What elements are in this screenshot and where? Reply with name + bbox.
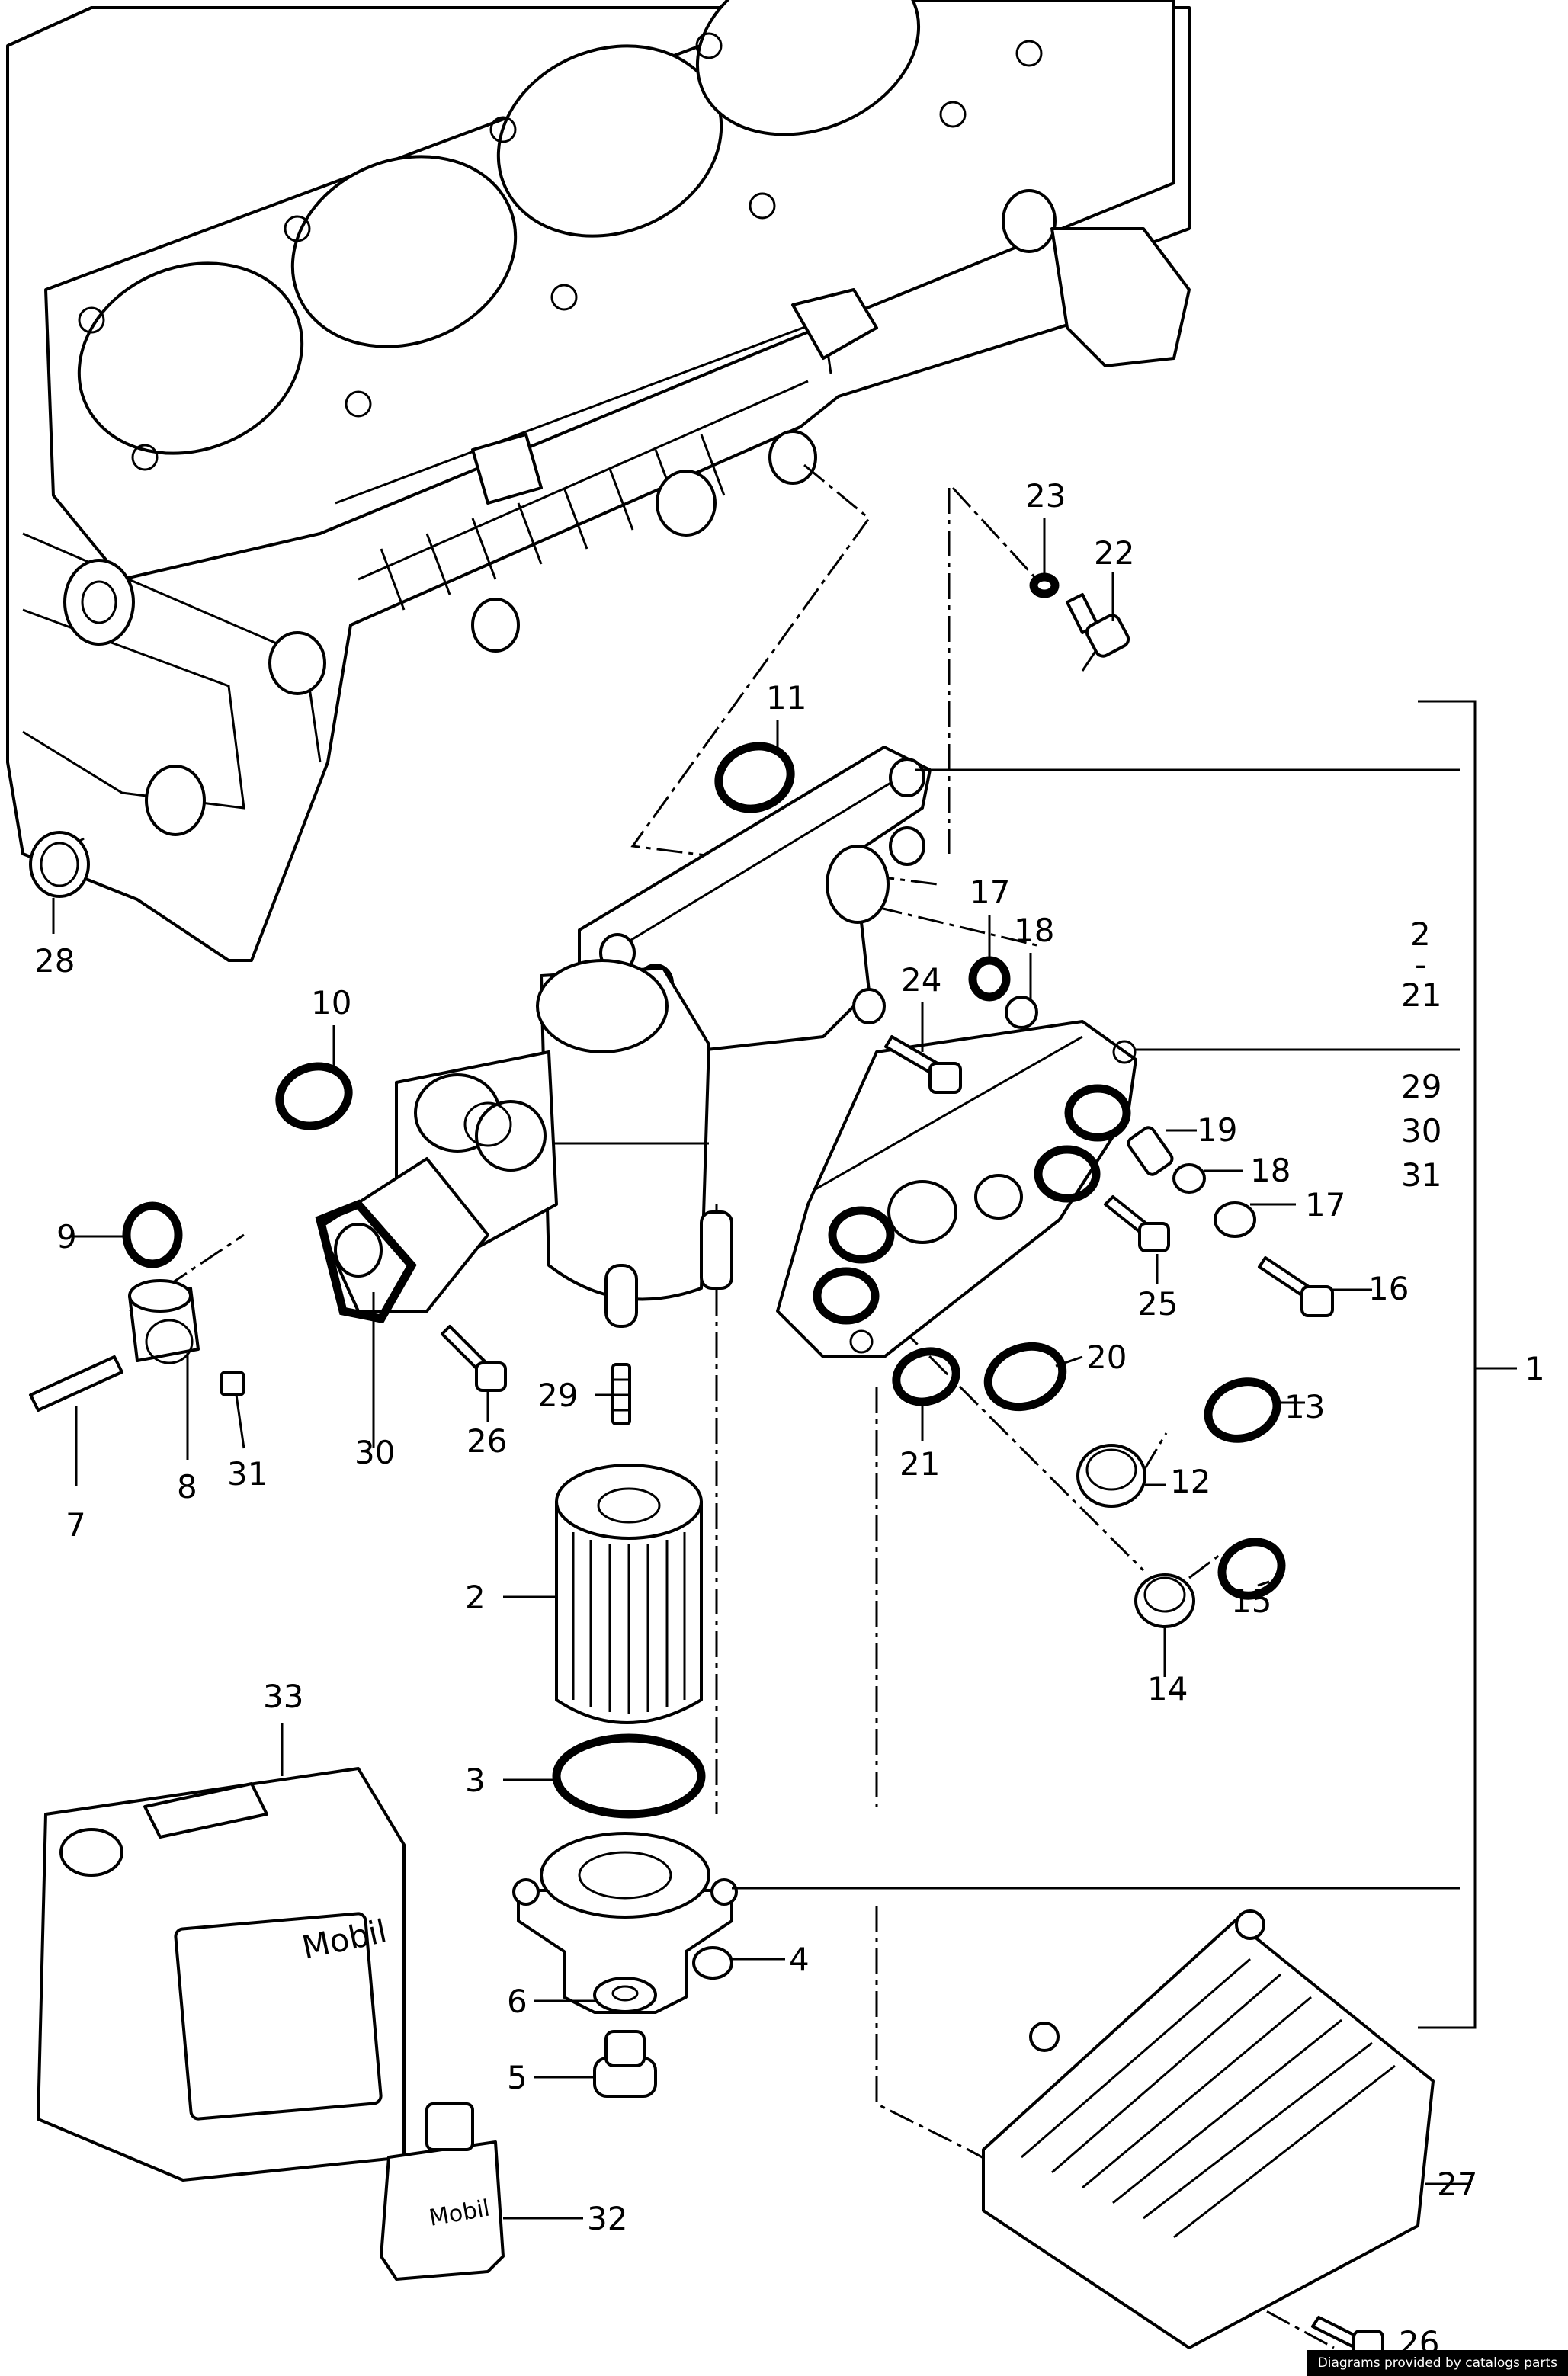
callout-20: 20 bbox=[1086, 1339, 1127, 1376]
callout-4: 4 bbox=[789, 1941, 810, 1978]
callout-30-b: 30 bbox=[1401, 1112, 1441, 1150]
callout-21: 21 bbox=[899, 1445, 940, 1483]
callout-7: 7 bbox=[66, 1506, 86, 1544]
callout-17-b: 17 bbox=[1305, 1186, 1345, 1223]
oil-filter-housing bbox=[319, 746, 932, 1328]
callout-29-b: 29 bbox=[1401, 1068, 1441, 1105]
callout-17: 17 bbox=[970, 874, 1010, 911]
callout-11: 11 bbox=[766, 679, 806, 717]
callout-22: 22 bbox=[1094, 534, 1134, 572]
oil-container-large: Mobil bbox=[37, 1767, 406, 2182]
callout-30: 30 bbox=[354, 1434, 395, 1471]
callout-27: 27 bbox=[1437, 2166, 1477, 2203]
oil-cooler bbox=[982, 1909, 1435, 2349]
callout-31-b: 31 bbox=[1401, 1156, 1441, 1194]
small-parts bbox=[29, 572, 1384, 2360]
callout-32: 32 bbox=[587, 2200, 627, 2237]
oil-bottle-small: Mobil bbox=[380, 2102, 505, 2281]
callout-21-b: 21 bbox=[1401, 976, 1441, 1014]
callout-23: 23 bbox=[1025, 477, 1066, 515]
oil-cooler-adapter-plate bbox=[776, 1020, 1137, 1358]
callout-9: 9 bbox=[56, 1218, 77, 1255]
callout-26: 26 bbox=[467, 1422, 507, 1460]
engine-block bbox=[6, 0, 1191, 962]
callout-1: 1 bbox=[1525, 1350, 1545, 1387]
callout-10: 10 bbox=[311, 984, 351, 1021]
callout-29: 29 bbox=[537, 1377, 578, 1414]
callout-2: 2 bbox=[465, 1579, 486, 1616]
callout-5: 5 bbox=[507, 2059, 527, 2096]
callout-18: 18 bbox=[1014, 912, 1054, 949]
oil-filter-and-cover bbox=[512, 1464, 738, 2098]
leader-lines bbox=[52, 518, 1517, 2220]
callout-range-dash: - bbox=[1415, 946, 1426, 983]
credit-label: Diagrams provided by catalogs parts bbox=[1307, 2350, 1568, 2376]
callout-12: 12 bbox=[1170, 1463, 1210, 1500]
callout-3: 3 bbox=[465, 1762, 486, 1799]
callout-16: 16 bbox=[1368, 1270, 1409, 1307]
callout-18-b: 18 bbox=[1250, 1152, 1291, 1189]
callout-19: 19 bbox=[1197, 1111, 1237, 1149]
callout-2-b: 2 bbox=[1410, 915, 1431, 953]
callout-14: 14 bbox=[1147, 1670, 1188, 1707]
callout-33: 33 bbox=[263, 1678, 303, 1715]
callout-25: 25 bbox=[1137, 1285, 1178, 1323]
callout-8: 8 bbox=[177, 1468, 197, 1505]
callout-6: 6 bbox=[507, 1983, 527, 2020]
callout-24: 24 bbox=[901, 961, 941, 999]
callout-28: 28 bbox=[34, 942, 75, 980]
callout-15: 15 bbox=[1231, 1582, 1271, 1620]
callout-31: 31 bbox=[227, 1455, 268, 1493]
callout-13: 13 bbox=[1284, 1388, 1325, 1425]
